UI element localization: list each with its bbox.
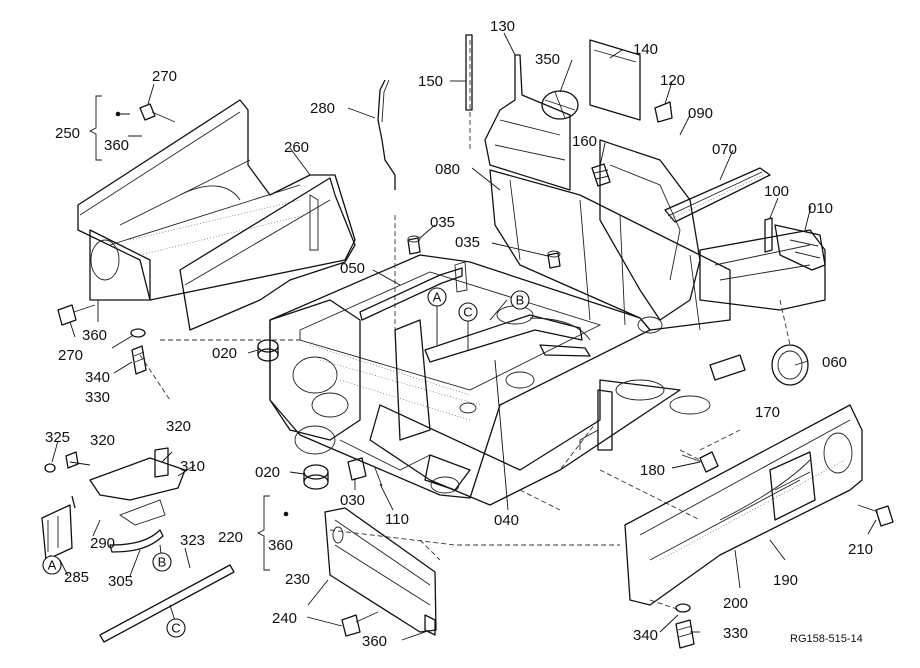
part-label-270-top: 270: [152, 68, 177, 85]
rear-rails: [664, 167, 826, 271]
part-label-340-bottom: 340: [633, 627, 658, 644]
part-label-030: 030: [340, 492, 365, 509]
part-label-160: 160: [572, 133, 597, 150]
part-label-020-lower: 020: [255, 464, 280, 481]
part-label-305: 305: [108, 573, 133, 590]
part-label-050: 050: [340, 260, 365, 277]
part-label-100: 100: [764, 183, 789, 200]
part-label-110: 110: [385, 511, 409, 528]
part-label-010: 010: [808, 200, 833, 217]
group-brackets: [88, 95, 289, 571]
bolts: [57, 103, 894, 649]
part-number-labels: 270 250 360 260 280 130 150 350 140 120 …: [45, 18, 873, 650]
part-label-035-right: 035: [455, 234, 480, 251]
part-label-120: 120: [660, 72, 685, 89]
part-label-170: 170: [755, 404, 780, 421]
part-label-190: 190: [773, 572, 798, 589]
part-label-180: 180: [640, 462, 665, 479]
part-label-325: 325: [45, 429, 70, 446]
part-label-320-left: 320: [90, 432, 115, 449]
part-label-270-left: 270: [58, 347, 83, 364]
part-label-070: 070: [712, 141, 737, 158]
part-label-020-upper: 020: [212, 345, 237, 362]
part-label-200: 200: [723, 595, 748, 612]
callout-circles: A C B A B C: [42, 287, 530, 638]
part-label-330-left: 330: [85, 389, 110, 406]
handles: [359, 261, 591, 363]
part-label-230: 230: [285, 571, 310, 588]
part-label-360-left: 360: [82, 327, 107, 344]
part-label-040: 040: [494, 512, 519, 529]
part-label-035-left: 035: [430, 214, 455, 231]
part-label-260: 260: [284, 139, 309, 156]
part-label-210: 210: [848, 541, 873, 558]
part-label-220: 220: [218, 529, 243, 546]
callout-c-detail: C: [171, 621, 180, 636]
part-label-150: 150: [418, 73, 443, 90]
part-label-290: 290: [90, 535, 115, 552]
callout-b-main: B: [516, 293, 525, 308]
gasket-060: [771, 344, 809, 386]
rod-280: [377, 79, 396, 190]
part-label-250: 250: [55, 125, 80, 142]
callout-a-detail: A: [48, 558, 57, 573]
front-side-panel: [324, 507, 437, 636]
leader-lines: [49, 32, 877, 641]
part-label-360-bottom: 360: [362, 633, 387, 650]
part-label-130: 130: [490, 18, 515, 35]
callout-b-detail: B: [158, 555, 167, 570]
part-label-323: 323: [180, 532, 205, 549]
part-label-360-mid: 360: [268, 537, 293, 554]
part-label-310: 310: [180, 458, 205, 475]
part-label-060: 060: [822, 354, 847, 371]
callout-c-main: C: [463, 305, 472, 320]
lower-left-linkage: [41, 447, 235, 643]
bushings: [257, 339, 383, 490]
part-label-360-top: 360: [104, 137, 129, 154]
part-label-320-right: 320: [166, 418, 191, 435]
part-label-350: 350: [535, 51, 560, 68]
main-frame: [269, 139, 826, 506]
part-label-280: 280: [310, 100, 335, 117]
part-label-330-bottom: 330: [723, 625, 748, 642]
top-panels: [465, 34, 673, 191]
left-fender-assembly: [77, 99, 356, 331]
part-label-240: 240: [272, 610, 297, 627]
part-label-080: 080: [435, 161, 460, 178]
part-label-340-left: 340: [85, 369, 110, 386]
diagram-reference-code: RG158-515-14: [790, 633, 863, 645]
callout-a-main: A: [433, 290, 442, 305]
part-label-090: 090: [688, 105, 713, 122]
part-label-140: 140: [633, 41, 658, 58]
knobs-035: [407, 235, 561, 269]
part-label-285: 285: [64, 569, 89, 586]
right-fender-assembly: [624, 354, 863, 606]
